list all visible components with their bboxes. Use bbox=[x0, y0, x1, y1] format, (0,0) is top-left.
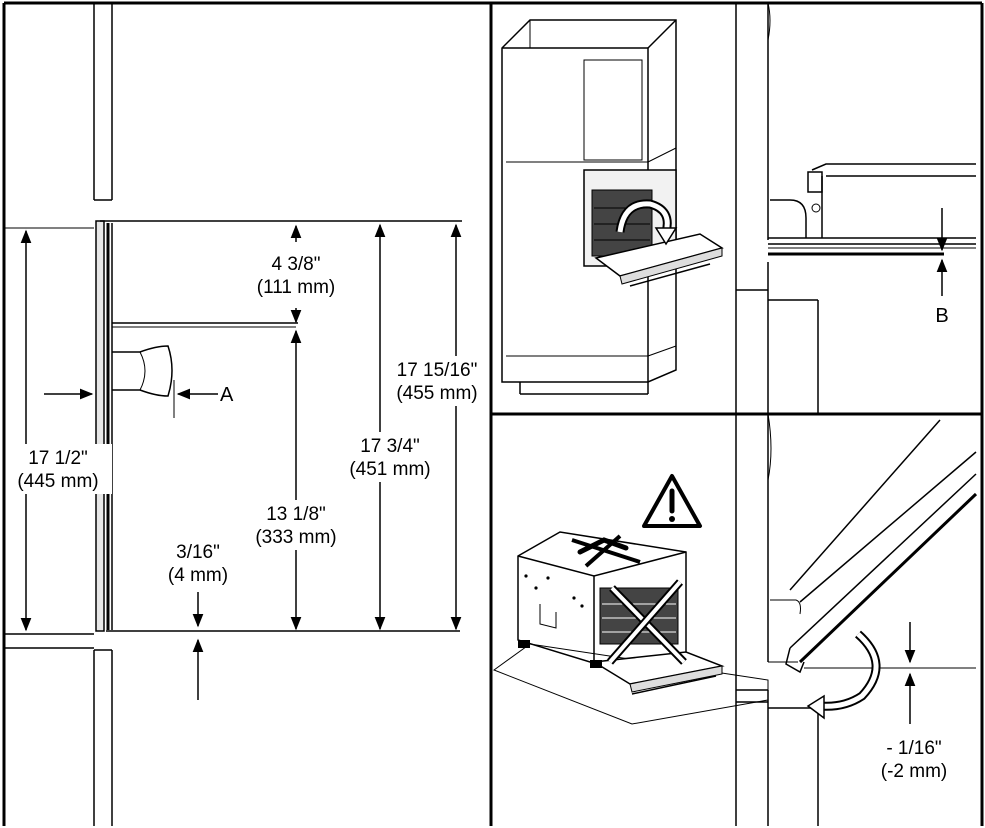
detail-b-illustration bbox=[735, 2, 976, 414]
overall-height-imperial: 17 15/16" bbox=[397, 360, 478, 381]
cross-mark-icon bbox=[606, 579, 687, 665]
hinge-arrow-icon bbox=[806, 630, 881, 720]
cabinet-cutout bbox=[112, 220, 462, 328]
inner-height-imperial: 13 1/8" bbox=[266, 504, 326, 525]
door-height-imperial: 17 1/2" bbox=[28, 448, 88, 469]
main-panel: A 4 3/8" (111 mm) 13 1/8" (333 mm) 17 3/… bbox=[4, 3, 488, 826]
hinge-detail-illustration bbox=[735, 413, 978, 826]
callout-a-marker bbox=[44, 380, 218, 418]
rotate-arrow-icon bbox=[615, 199, 678, 246]
inner-height-metric: (333 mm) bbox=[255, 527, 336, 548]
offset-metric: (-2 mm) bbox=[881, 761, 947, 782]
top-gap-imperial: 4 3/8" bbox=[271, 254, 320, 275]
door-handle bbox=[112, 345, 173, 397]
bottom-gap-imperial: 3/16" bbox=[176, 542, 220, 563]
cabinet-wall bbox=[4, 3, 113, 826]
door-height-metric: (445 mm) bbox=[17, 471, 98, 492]
cabinet-illustration bbox=[501, 19, 724, 395]
oven-door bbox=[95, 220, 460, 632]
offset-imperial: - 1/16" bbox=[886, 738, 941, 759]
cutout-height-metric: (451 mm) bbox=[349, 459, 430, 480]
top-gap-metric: (111 mm) bbox=[257, 277, 335, 298]
callout-b-label: B bbox=[935, 305, 948, 327]
oven-on-floor-illustration bbox=[492, 531, 769, 725]
bottom-gap-metric: (4 mm) bbox=[168, 565, 228, 586]
callout-a-label: A bbox=[220, 384, 234, 406]
warning-icon bbox=[642, 474, 702, 528]
cutout-height-imperial: 17 3/4" bbox=[360, 436, 420, 457]
overall-height-metric: (455 mm) bbox=[396, 383, 477, 404]
